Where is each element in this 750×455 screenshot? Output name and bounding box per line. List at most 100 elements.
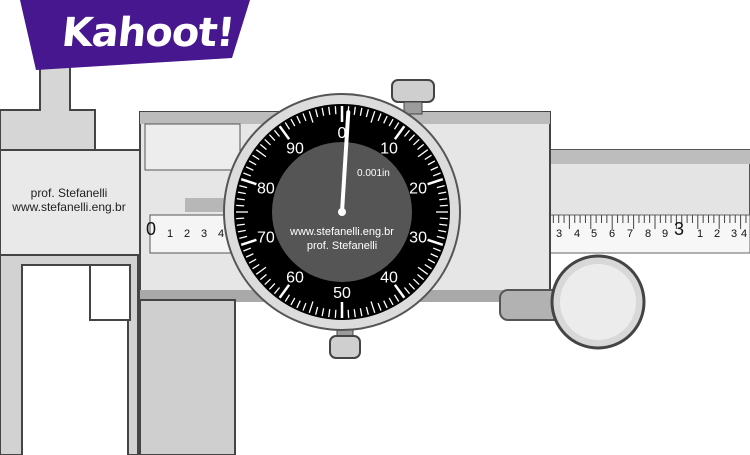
dial-author: prof. Stefanelli — [306, 240, 378, 252]
dial-label: 60 — [286, 270, 304, 287]
scale-label: 1 — [697, 228, 704, 240]
dial-tick — [424, 263, 432, 270]
dial-label: 90 — [286, 140, 304, 157]
dial-tick — [245, 166, 254, 171]
dial-label: 40 — [380, 270, 398, 287]
dial-tick — [408, 134, 416, 142]
dial-label: 80 — [257, 180, 275, 197]
dial-tick — [236, 217, 245, 220]
dial-tick — [359, 308, 363, 317]
slider-left-window — [144, 123, 241, 171]
dial-tick — [359, 107, 363, 116]
scale-label: 6 — [609, 228, 616, 240]
dial-tick — [403, 287, 411, 295]
dial-tick — [377, 113, 382, 122]
dial-tick — [243, 172, 252, 177]
dial-tick — [388, 118, 394, 127]
dial-tick — [315, 109, 319, 118]
scale-label: 4 — [574, 228, 581, 240]
dial-label: 30 — [409, 230, 427, 247]
dial-tick — [432, 172, 441, 177]
dial-tick — [236, 204, 245, 207]
dial-tick — [259, 273, 267, 281]
dial-tick — [240, 238, 257, 246]
dial-tick — [334, 106, 337, 115]
dial-tick — [315, 306, 319, 315]
scale-label: 1 — [167, 228, 174, 240]
dial-label: 50 — [333, 285, 351, 302]
credit-website: www.stefanelli.eng.br — [12, 200, 126, 214]
dial-tick — [284, 294, 291, 302]
dial-tick — [302, 302, 307, 311]
dial-tick — [383, 300, 388, 309]
credit-name: prof. Stefanelli — [30, 186, 108, 200]
dial-tick — [417, 266, 429, 275]
dial-tick — [248, 160, 257, 166]
dial-tick — [239, 185, 248, 189]
dial-tick — [365, 109, 369, 118]
dial-label: 0 — [338, 125, 347, 142]
dial-tick — [427, 258, 436, 264]
dial-tick — [417, 149, 429, 158]
dial-tick — [438, 191, 447, 195]
kahoot-logo-badge — [20, 0, 250, 70]
logo-banner — [20, 0, 250, 70]
dial-tick — [353, 309, 356, 318]
dial-tick — [365, 306, 369, 315]
scale-label: 4 — [741, 228, 748, 240]
scale-label: 3 — [731, 228, 738, 240]
scale-label: 7 — [627, 228, 634, 240]
dial-label: 70 — [257, 230, 275, 247]
dial-tick — [388, 297, 394, 306]
dial-tick — [236, 223, 245, 226]
dial-gauge: 0 10 20 30 40 50 60 70 80 90 — [223, 93, 461, 331]
needle-hub — [338, 208, 346, 216]
dial-tick — [264, 138, 272, 146]
dial-tick — [412, 278, 420, 286]
kahoot-logo: Kahoot! — [59, 10, 237, 56]
dial-website: www.stefanelli.eng.br — [290, 226, 394, 238]
dial-tick — [408, 282, 416, 290]
dial-tick — [268, 134, 276, 142]
dial-tick — [436, 235, 445, 239]
main-scale-zero-label: 0 — [146, 219, 157, 239]
dial-tick — [424, 154, 432, 161]
dial-label: 20 — [409, 180, 427, 197]
dial-tick — [255, 149, 267, 158]
dial-tick — [264, 278, 272, 286]
dial-tick — [393, 284, 406, 299]
dial-tick — [321, 107, 325, 116]
dial-tick — [432, 247, 441, 252]
dial-tick — [296, 115, 301, 124]
dial-tick — [347, 309, 350, 318]
dial-tick — [290, 118, 296, 127]
top-knob-stem — [403, 101, 423, 115]
dial-tick — [273, 129, 281, 137]
dial-tick — [383, 115, 388, 124]
main-scale-three-label: 3 — [674, 219, 685, 239]
dial-tick — [412, 138, 420, 146]
slider-jaw — [139, 299, 236, 455]
top-knob — [391, 79, 435, 103]
dial-tick — [439, 217, 448, 220]
dial-label: 10 — [380, 140, 398, 157]
dial-tick — [308, 301, 314, 314]
scale-label: 9 — [662, 228, 669, 240]
dial-tick — [393, 294, 400, 302]
scale-label: 2 — [714, 228, 721, 240]
dial-tick — [427, 160, 436, 166]
dial-tick — [273, 287, 281, 295]
dial-tick — [439, 204, 448, 207]
dial-tick — [439, 223, 448, 226]
jaw-inner-gap — [89, 264, 131, 321]
dial-tick — [436, 185, 445, 189]
dial-tick — [393, 122, 400, 130]
dial-tick — [308, 110, 314, 123]
dial-unit-label: 0.001in — [357, 168, 390, 179]
dial-tick — [284, 122, 291, 130]
scale-label: 3 — [201, 228, 208, 240]
dial-tick — [290, 297, 296, 306]
dial-tick — [243, 247, 252, 252]
dial-labels: 0 10 20 30 40 50 60 70 80 90 — [257, 125, 427, 302]
dial-tick — [239, 235, 248, 239]
